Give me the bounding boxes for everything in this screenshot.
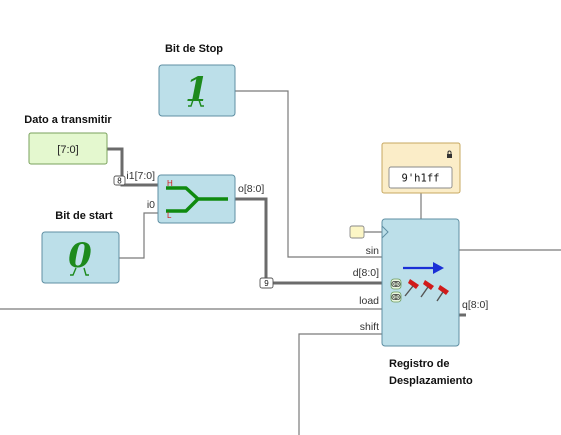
bus-mux-to-d (235, 197, 382, 285)
register-title-line2: Desplazamiento (389, 375, 473, 387)
data-value: [7:0] (57, 144, 78, 156)
stop-bit-block[interactable]: 1 (158, 64, 236, 117)
mux-in1-label: i1[7:0] (126, 170, 155, 182)
start-title: Bit de start (55, 210, 113, 222)
shift-register-block[interactable]: ↂ ↂ (381, 218, 460, 347)
mux-out-label: o[8:0] (238, 183, 264, 195)
svg-text:ↂ: ↂ (391, 293, 401, 302)
clock-source[interactable] (349, 225, 365, 239)
data-title: Dato a transmitir (24, 114, 112, 126)
shift-direction-arrow-icon (403, 262, 444, 274)
concat-symbol (166, 186, 228, 213)
bus-width-marker-8: 8 (113, 175, 126, 186)
concat-low-label: L (167, 211, 172, 220)
wire-start-to-mux (119, 212, 158, 259)
start-glyph: 0 (68, 236, 92, 276)
concat-high-label: H (167, 179, 173, 188)
flipflop-icon: ↂ ↂ (390, 278, 402, 303)
wire-shift (298, 333, 382, 435)
constant-block[interactable]: 9'h1ff (381, 142, 461, 194)
register-d-label: d[8:0] (353, 267, 379, 279)
wire-stop-to-sin (235, 90, 382, 258)
data-input-block[interactable]: [7:0] (28, 132, 108, 165)
stop-title: Bit de Stop (165, 43, 223, 55)
wires (0, 90, 561, 435)
register-sin-label: sin (366, 245, 380, 257)
lock-icon (447, 150, 452, 158)
concat-block[interactable]: H L (157, 174, 236, 224)
constant-value: 9'h1ff (402, 173, 440, 185)
bus-data-to-mux (107, 147, 158, 187)
bus-width-marker-9: 9 (259, 277, 274, 289)
register-load-label: load (359, 295, 379, 307)
pushpin-icon (404, 279, 449, 302)
svg-text:9: 9 (264, 279, 269, 288)
register-shift-label: shift (360, 321, 379, 333)
stop-glyph: 1 (185, 70, 209, 110)
register-q-label: q[8:0] (462, 299, 488, 311)
svg-text:8: 8 (117, 177, 122, 186)
start-bit-block[interactable]: 0 (41, 231, 120, 284)
mux-in0-label: i0 (147, 199, 155, 211)
svg-text:ↂ: ↂ (391, 280, 401, 289)
register-title-line1: Registro de (389, 358, 450, 370)
